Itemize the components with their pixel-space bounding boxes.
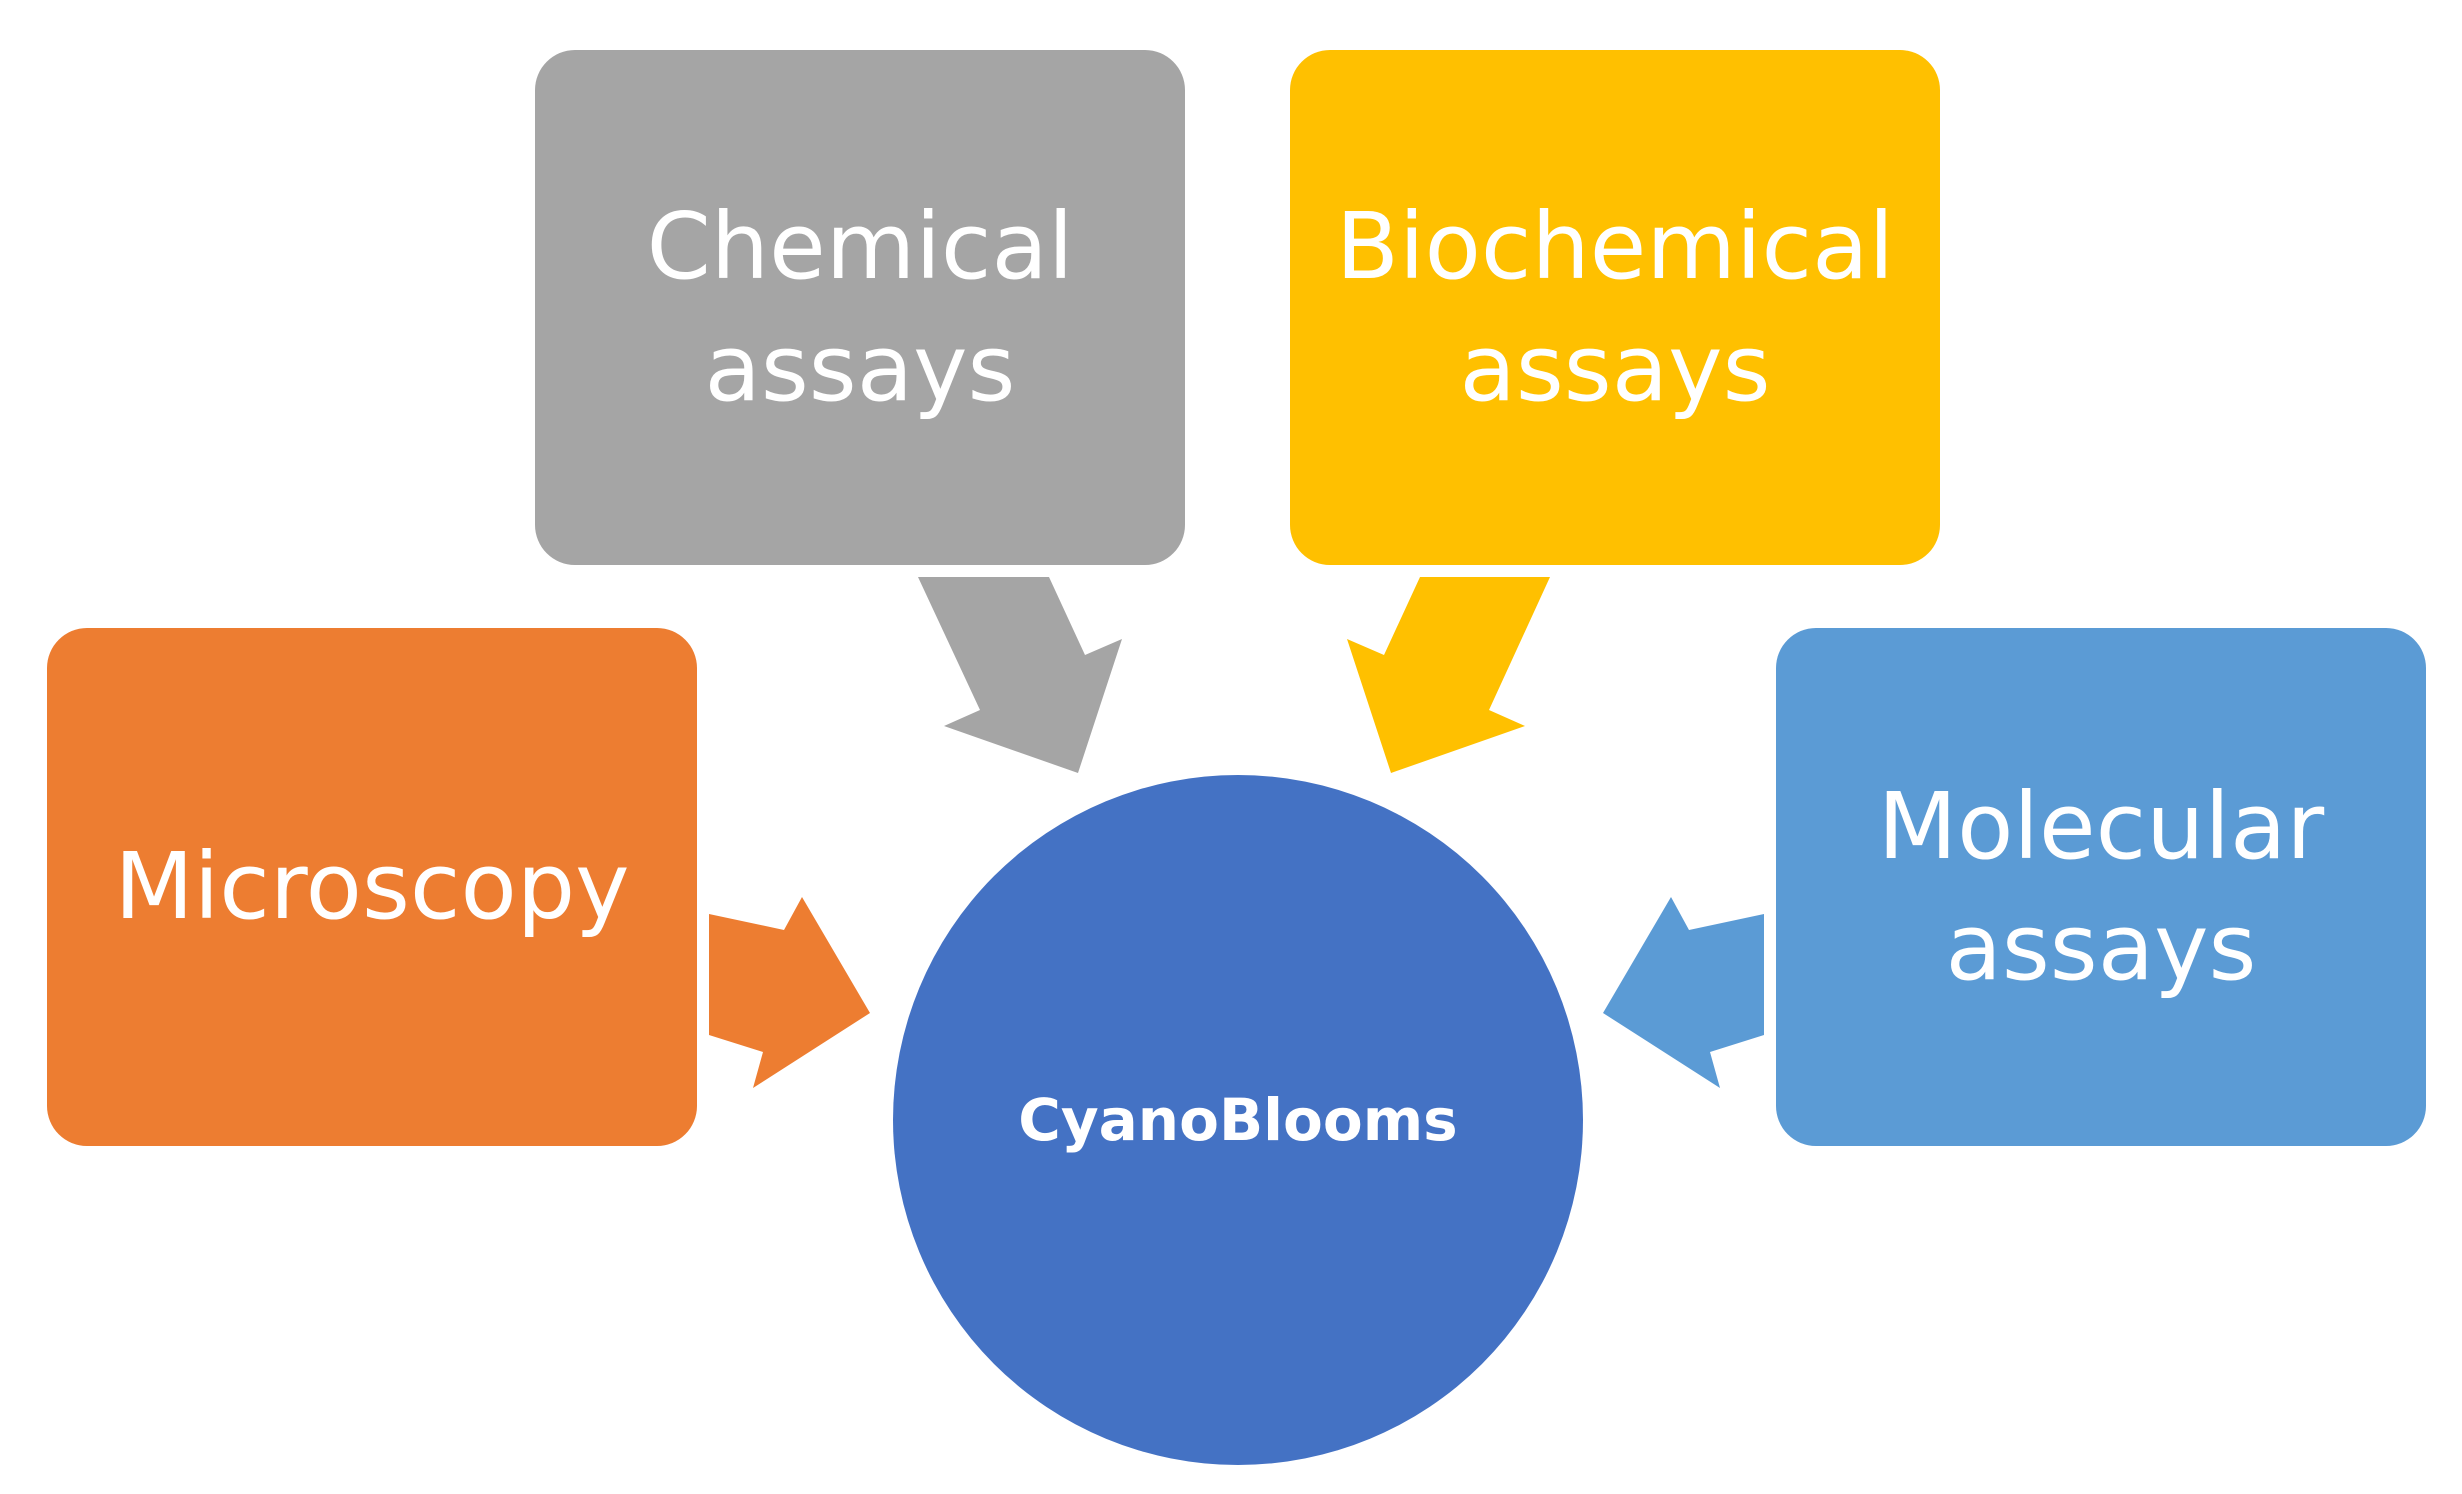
arrow-molecular-to-center — [1603, 897, 1764, 1088]
cyanoblooms-label: CyanoBlooms — [1018, 1086, 1458, 1154]
molecular-assays-box: Molecular assays — [1776, 628, 2426, 1146]
arrow-microscopy-to-center — [709, 897, 870, 1088]
arrow-biochemical-to-center — [1347, 577, 1550, 773]
biochemical-assays-box: Biochemical assays — [1290, 50, 1940, 565]
chemical-assays-box: Chemical assays — [535, 50, 1185, 565]
arrow-chemical-to-center — [918, 577, 1122, 773]
cyanoblooms-center-circle: CyanoBlooms — [893, 775, 1583, 1465]
microscopy-box: Microscopy — [47, 628, 697, 1146]
